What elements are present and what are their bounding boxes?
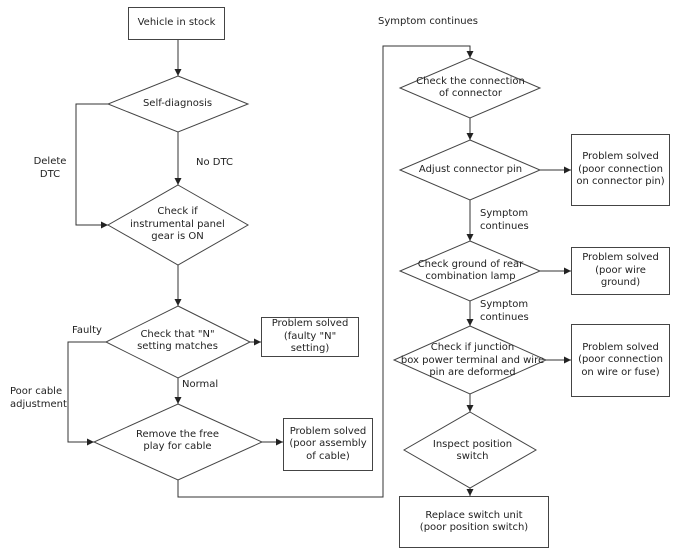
label-poor-cable-adjustment: Poor cable adjustment <box>10 386 67 410</box>
label-symptom-continues-2: Symptom continues <box>480 299 529 323</box>
node-replace-switch-unit: Replace switch unit (poor position switc… <box>399 496 549 548</box>
label-symptom-continues-1: Symptom continues <box>480 208 529 232</box>
node-vehicle-in-stock: Vehicle in stock <box>128 7 225 40</box>
label-no-dtc: No DTC <box>196 157 233 168</box>
node-problem-poor-connection-pin: Problem solved (poor connection on conne… <box>571 134 670 206</box>
arrow-symptom-continues-top <box>177 45 474 498</box>
node-problem-poor-connection-wire: Problem solved (poor connection on wire … <box>571 324 670 397</box>
node-check-instrumental-panel: Check if instrumental panel gear is ON <box>130 206 225 243</box>
arrow-delete-dtc-loop <box>75 103 108 229</box>
arrow-poor-cable-loop <box>67 341 106 446</box>
flow-arrows <box>67 40 571 498</box>
label-symptom-continues-top: Symptom continues <box>378 16 479 27</box>
node-problem-faulty-n-setting: Problem solved (faulty "N" setting) <box>261 317 359 357</box>
node-check-junction-box: Check if junction box power terminal and… <box>400 342 545 379</box>
node-self-diagnosis: Self-diagnosis <box>142 97 213 109</box>
node-adjust-connector-pin: Adjust connector pin <box>418 163 523 175</box>
label-normal: Normal <box>182 379 219 390</box>
node-problem-poor-assembly: Problem solved (poor assembly of cable) <box>283 418 373 471</box>
label-delete-dtc: Delete DTC <box>33 156 67 180</box>
node-check-n-setting: Check that "N" setting matches <box>137 328 218 353</box>
node-check-ground-lamp: Check ground of rear combination lamp <box>417 258 524 283</box>
node-problem-poor-wire-ground: Problem solved (poor wire ground) <box>571 247 670 295</box>
node-check-connector: Check the connection of connector <box>416 75 525 100</box>
label-faulty: Faulty <box>72 325 102 336</box>
node-remove-free-play: Remove the free play for cable <box>135 428 220 453</box>
node-inspect-position-switch: Inspect position switch <box>432 438 513 463</box>
diamond-shapes <box>92 57 548 489</box>
